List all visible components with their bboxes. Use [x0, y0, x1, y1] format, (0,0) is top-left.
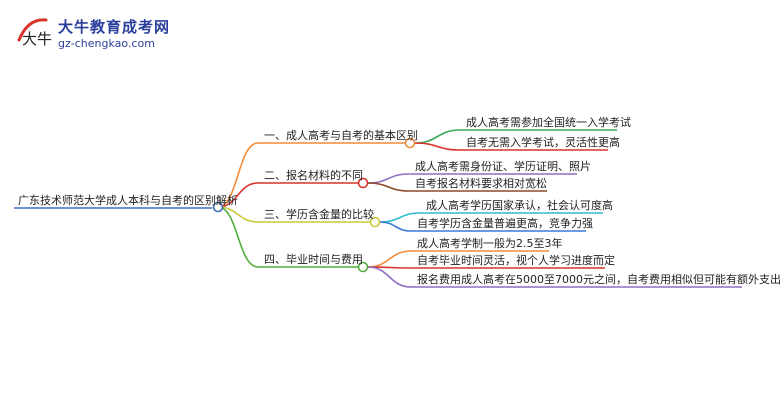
- leaf-connector-2-2: [367, 182, 410, 192]
- leaf-label-2-1: 成人高考需身份证、学历证明、照片: [415, 160, 591, 173]
- leaf-connector-4-1: [367, 250, 412, 268]
- leaf-label-4-3: 报名费用成人高考在5000至7000元之间，自考费用相似但可能有额外支出: [417, 273, 781, 286]
- branch-node-4: [357, 261, 369, 273]
- root-node-label: 广东技术师范大学成人本科与自考的区别解析: [18, 194, 238, 207]
- site-url: gz-chengkao.com: [58, 37, 155, 50]
- branch-node-2: [357, 177, 369, 189]
- leaf-label-2-2: 自考报名材料要求相对宽松: [415, 177, 547, 190]
- leaf-connector-4-3: [367, 266, 412, 288]
- root-node: [212, 201, 224, 213]
- leaf-label-3-1: 成人高考学历国家承认，社会认可度高: [426, 199, 613, 212]
- logo-icon: 大牛: [17, 18, 52, 48]
- branch-label-1: 一、成人高考与自考的基本区别: [264, 129, 418, 142]
- leaf-connector-1-1: [414, 129, 461, 144]
- leaf-connector-2-1: [367, 173, 410, 184]
- mindmap-canvas: [14, 129, 742, 288]
- branch-node-3: [369, 216, 381, 228]
- branch-node-1: [404, 137, 416, 149]
- leaf-connector-1-2: [414, 142, 461, 151]
- leaf-label-4-2: 自考毕业时间灵活，视个人学习进度而定: [417, 254, 615, 267]
- logo-lettering: 大牛: [22, 30, 52, 48]
- branch-connector-4: [217, 206, 259, 268]
- logo: 大牛: [16, 14, 56, 48]
- leaf-label-4-1: 成人高考学制一般为2.5至3年: [417, 237, 563, 250]
- brand-name: 大牛教育成考网: [58, 18, 171, 36]
- branch-label-2: 二、报名材料的不同: [264, 169, 363, 182]
- leaf-label-1-2: 自考无需入学考试，灵活性更高: [466, 136, 620, 149]
- branch-label-4: 四、毕业时间与费用: [264, 253, 363, 266]
- leaf-connector-3-2: [379, 221, 412, 232]
- branch-connector-1: [217, 142, 259, 208]
- branch-label-3: 三、学历含金量的比较: [264, 208, 374, 221]
- leaf-label-1-1: 成人高考需参加全国统一入学考试: [466, 116, 631, 129]
- leaf-connector-3-1: [379, 212, 421, 223]
- leaf-label-3-2: 自考学历含金量普遍更高，竞争力强: [417, 217, 593, 230]
